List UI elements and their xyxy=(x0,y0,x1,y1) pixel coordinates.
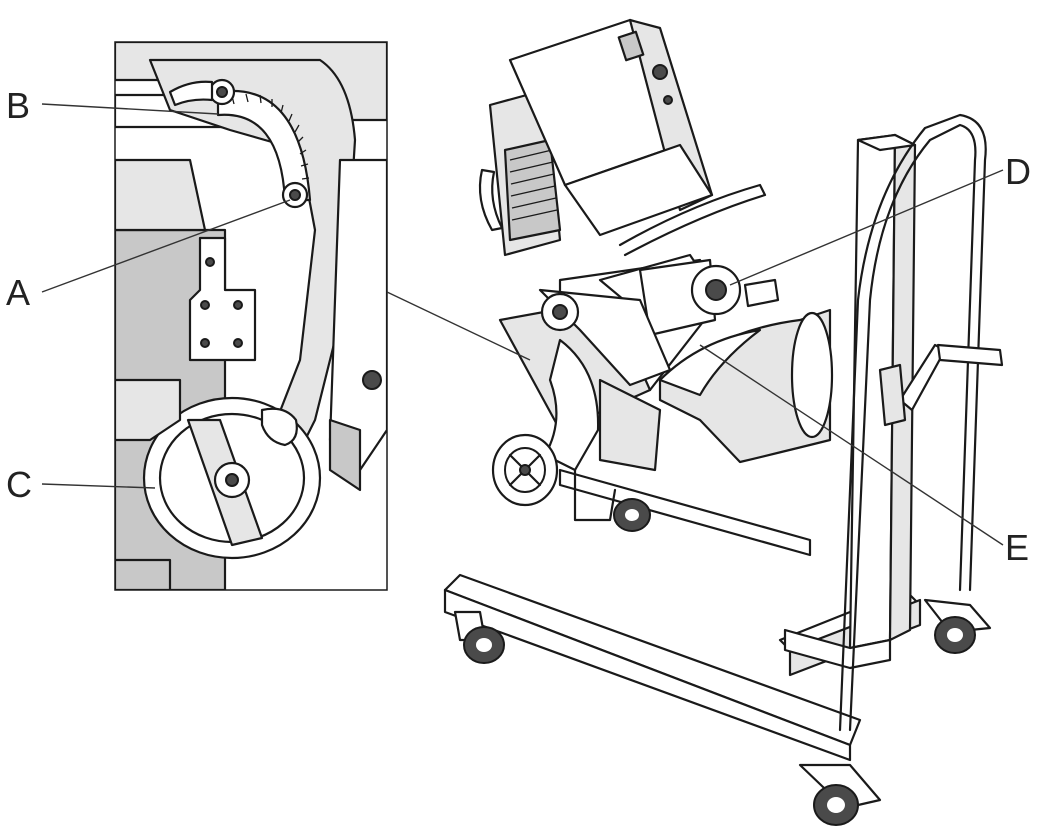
caster-rear-left xyxy=(613,498,651,532)
leader-c xyxy=(41,483,156,489)
callout-label-c: C xyxy=(6,464,32,505)
detail-inset xyxy=(114,41,388,591)
leader-inset xyxy=(386,291,531,361)
leader-b xyxy=(41,103,219,115)
callout-label-d: D xyxy=(1005,151,1031,192)
angle-scale xyxy=(216,89,312,202)
callout-label-a: A xyxy=(6,272,30,313)
handwheel-c xyxy=(142,396,322,560)
callout-labels: B A C D E xyxy=(6,85,1031,568)
leader-lines xyxy=(41,103,1004,546)
caster-rear-right xyxy=(923,598,992,654)
caster-front-left xyxy=(453,610,505,664)
callout-label-b: B xyxy=(6,85,30,126)
base-frame xyxy=(443,468,992,826)
tilting-head xyxy=(478,18,834,522)
leader-d xyxy=(729,169,1004,286)
caster-front-right xyxy=(798,763,882,826)
upright-column xyxy=(783,113,1004,732)
callout-label-e: E xyxy=(1005,527,1029,568)
leader-a xyxy=(41,199,291,293)
leader-e xyxy=(699,344,1004,546)
machine-main xyxy=(443,18,1004,826)
handwheel-small xyxy=(491,433,559,507)
